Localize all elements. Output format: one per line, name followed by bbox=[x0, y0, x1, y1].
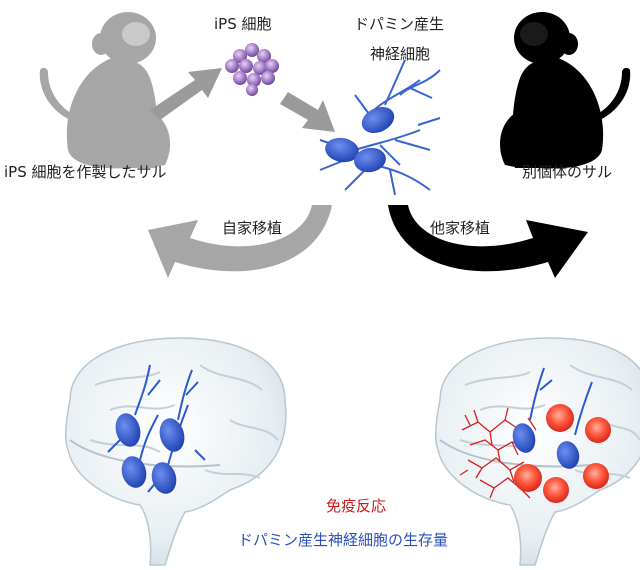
allogeneic-label: 他家移植 bbox=[430, 219, 491, 237]
left-brain-dopamine-neurons bbox=[115, 413, 185, 494]
arrow-monkey-to-ips bbox=[150, 68, 222, 120]
immune-response-network bbox=[459, 407, 537, 499]
dopamine-label-line1: ドパミン産生 bbox=[354, 15, 445, 33]
ips-cells-label: iPS 細胞 bbox=[214, 15, 272, 33]
source-monkey-face bbox=[122, 22, 150, 46]
allogeneic-arrow bbox=[388, 205, 588, 278]
right-brain-dopamine-neurons bbox=[512, 423, 580, 469]
autologous-label: 自家移植 bbox=[222, 219, 283, 237]
dopamine-neuron-cells bbox=[325, 106, 395, 173]
source-monkey-silhouette bbox=[39, 12, 170, 169]
other-monkey-label: 別個体のサル bbox=[522, 163, 613, 181]
immune-response-legend: 免疫反応 bbox=[326, 497, 387, 515]
left-brain-neuron-processes bbox=[107, 364, 206, 493]
other-monkey-face bbox=[520, 22, 548, 46]
right-brain-neuron-processes bbox=[529, 367, 593, 436]
ips-cell-cluster bbox=[225, 43, 279, 96]
dopamine-label-line2: 神経細胞 bbox=[370, 45, 431, 63]
source-monkey-label: iPS 細胞を作製したサル bbox=[4, 163, 167, 181]
other-monkey-silhouette bbox=[500, 12, 631, 169]
brain-right bbox=[435, 337, 640, 566]
rejected-cells bbox=[514, 404, 611, 503]
dopamine-survival-legend: ドパミン産生神経細胞の生存量 bbox=[238, 531, 449, 549]
autologous-arrow bbox=[148, 205, 332, 278]
arrow-ips-to-neurons bbox=[280, 92, 335, 132]
